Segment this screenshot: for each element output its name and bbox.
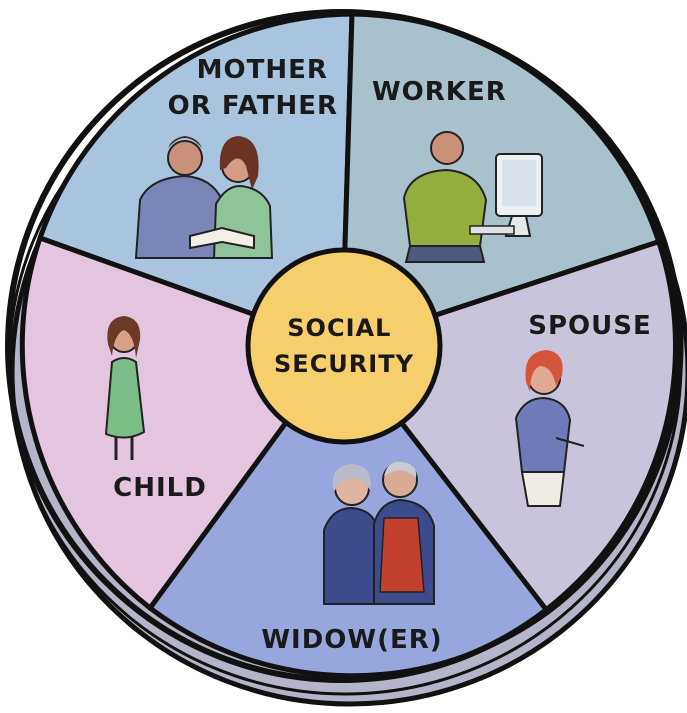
label-child: CHILD	[113, 473, 207, 503]
label-mother-line1: MOTHER	[197, 55, 328, 85]
label-widower: WIDOW(ER)	[261, 625, 442, 655]
center-label: SOCIAL SECURITY	[274, 314, 414, 378]
parents-reading-icon	[134, 136, 274, 259]
center-hub	[245, 247, 443, 445]
center-label-line1: SOCIAL	[287, 314, 391, 342]
label-mother-or-father: MOTHER OR FATHER	[168, 55, 338, 121]
elderly-couple-icon	[323, 461, 435, 605]
label-spouse: SPOUSE	[528, 311, 651, 341]
spouse-woman-icon	[514, 350, 585, 507]
wheel-rim	[5, 9, 679, 683]
center-label-line2: SECURITY	[274, 350, 414, 378]
worker-at-computer-icon	[402, 131, 543, 263]
child-girl-icon	[104, 316, 146, 460]
label-mother-line2: OR FATHER	[168, 91, 338, 121]
label-worker: WORKER	[372, 77, 507, 107]
